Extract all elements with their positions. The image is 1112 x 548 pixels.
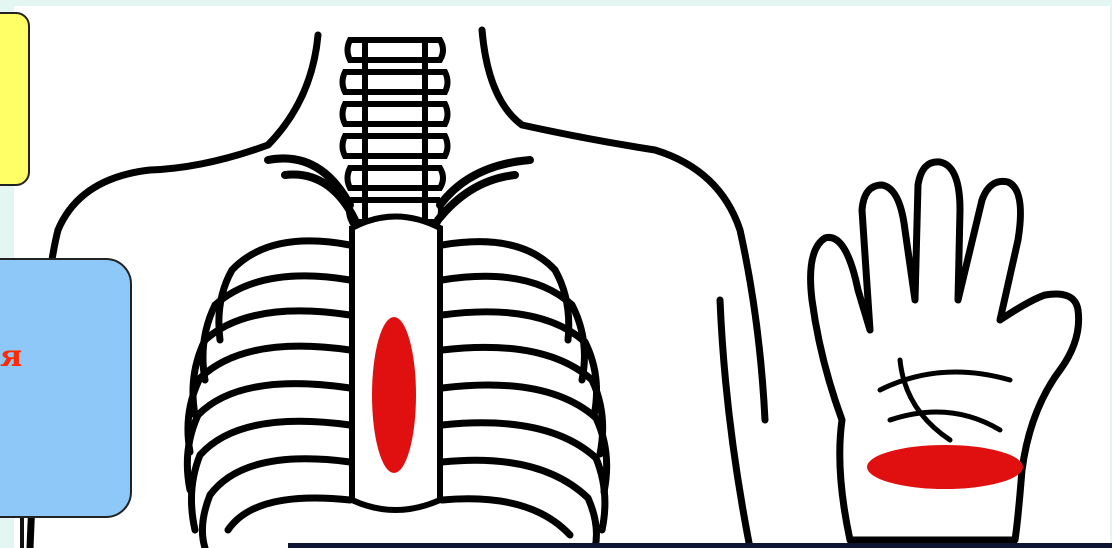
callout-blue bbox=[0, 258, 132, 518]
callout-yellow bbox=[0, 12, 30, 186]
callout-blue-text: я bbox=[0, 342, 22, 372]
heart-highlight bbox=[372, 317, 416, 473]
bottom-band bbox=[288, 543, 1112, 548]
divider-line bbox=[20, 516, 24, 548]
palm-highlight bbox=[867, 445, 1023, 489]
